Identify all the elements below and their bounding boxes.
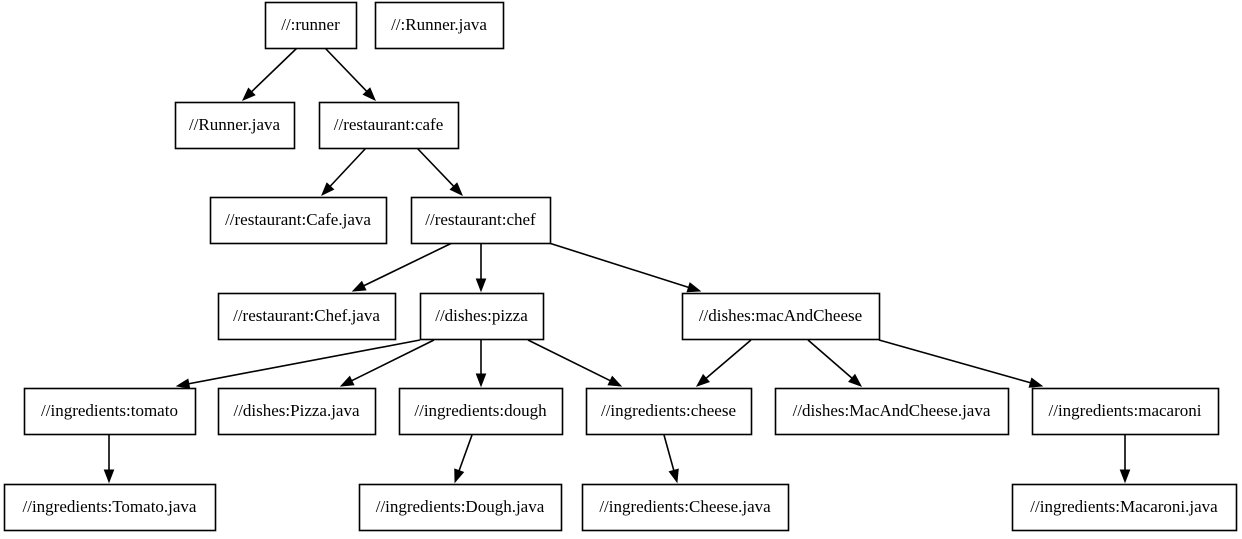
node-label: //restaurant:cafe	[334, 115, 444, 134]
edge-arrowhead	[241, 87, 256, 101]
node-box[interactable]	[585, 387, 753, 436]
graph-edge	[695, 339, 752, 387]
graph-edge	[548, 242, 702, 293]
node-label: //ingredients:Cheese.java	[599, 497, 771, 516]
node-label: //ingredients:macaroni	[1049, 401, 1202, 420]
graph-node-restaurant_cafe_java[interactable]: //restaurant:Cafe.java	[209, 196, 388, 245]
node-box[interactable]	[398, 387, 564, 436]
graph-node-ing_dough[interactable]: //ingredients:dough	[398, 387, 564, 436]
node-box[interactable]	[410, 196, 552, 245]
graph-node-dishes_pizza[interactable]: //dishes:pizza	[419, 292, 545, 341]
node-label: //ingredients:Dough.java	[376, 497, 545, 516]
edge-arrowhead	[351, 280, 367, 292]
graph-node-ing_cheese[interactable]: //ingredients:cheese	[585, 387, 753, 436]
graph-edge	[339, 339, 435, 387]
node-label: //:runner	[281, 15, 340, 34]
graph-edge	[1119, 435, 1131, 484]
node-label: //dishes:pizza	[435, 306, 528, 325]
graph-node-ing_tomato[interactable]: //ingredients:tomato	[23, 387, 197, 436]
graph-edge	[321, 147, 367, 197]
graph-node-ing_cheese_java[interactable]: //ingredients:Cheese.java	[581, 483, 790, 532]
edge-arrowhead	[321, 182, 335, 197]
edge-arrowhead	[607, 375, 623, 387]
edge-arrowhead	[848, 373, 863, 387]
graph-node-ing_dough_java[interactable]: //ingredients:Dough.java	[358, 483, 563, 532]
edge-arrowhead	[449, 182, 463, 197]
edge-arrowhead	[695, 373, 710, 387]
node-box[interactable]	[23, 387, 197, 436]
node-box[interactable]	[374, 1, 505, 50]
graph-edge	[527, 339, 623, 387]
node-box[interactable]	[1031, 387, 1220, 436]
node-label: //dishes:macAndCheese	[699, 306, 862, 325]
edge-arrowhead	[475, 373, 487, 388]
graph-edge	[175, 339, 421, 389]
graph-node-runner_java_root[interactable]: //:Runner.java	[374, 1, 505, 50]
graph-edge	[416, 147, 463, 197]
graph-node-ing_macaroni[interactable]: //ingredients:macaroni	[1031, 387, 1220, 436]
node-label: //dishes:Pizza.java	[233, 401, 360, 420]
node-box[interactable]	[3, 483, 217, 532]
edge-layer	[103, 47, 1131, 484]
node-label: //restaurant:Chef.java	[233, 306, 380, 325]
node-box[interactable]	[774, 387, 1010, 436]
graph-edge	[475, 243, 487, 293]
node-box[interactable]	[264, 1, 358, 50]
node-label: //ingredients:tomato	[41, 401, 178, 420]
edge-arrowhead	[1028, 377, 1044, 388]
node-label: //restaurant:Cafe.java	[225, 210, 371, 229]
graph-edge	[103, 435, 115, 484]
node-box[interactable]	[209, 196, 388, 245]
edge-arrowhead	[103, 469, 115, 484]
node-box[interactable]	[681, 292, 881, 341]
graph-edge	[663, 434, 679, 484]
graph-node-restaurant_chef[interactable]: //restaurant:chef	[410, 196, 552, 245]
node-box[interactable]	[358, 483, 563, 532]
node-label: //:Runner.java	[391, 15, 487, 34]
edge-arrowhead	[1119, 469, 1131, 484]
edge-arrowhead	[362, 87, 376, 102]
node-box[interactable]	[1011, 483, 1238, 532]
graph-node-runner[interactable]: //:runner	[264, 1, 358, 50]
node-label: //restaurant:chef	[425, 210, 536, 229]
graph-edge	[324, 47, 376, 102]
edge-arrowhead	[686, 282, 702, 293]
edge-arrowhead	[339, 375, 355, 387]
edge-arrowhead	[668, 468, 679, 484]
edge-arrowhead	[175, 378, 191, 389]
node-label: //ingredients:cheese	[601, 401, 736, 420]
graph-node-dishes_mac[interactable]: //dishes:macAndCheese	[681, 292, 881, 341]
node-label: //dishes:MacAndCheese.java	[793, 401, 991, 420]
graph-edge	[454, 434, 473, 484]
node-label: //ingredients:dough	[414, 401, 547, 420]
edge-arrowhead	[454, 468, 465, 484]
node-layer: //:runner //:Runner.java //Runner.java //re…	[3, 1, 1238, 532]
node-box[interactable]	[217, 387, 377, 436]
graph-node-dishes_mac_java[interactable]: //dishes:MacAndCheese.java	[774, 387, 1010, 436]
node-box[interactable]	[174, 101, 296, 150]
node-label: //Runner.java	[189, 115, 281, 134]
graph-edge	[475, 340, 487, 388]
node-box[interactable]	[419, 292, 545, 341]
node-box[interactable]	[217, 292, 397, 341]
node-box[interactable]	[318, 101, 460, 150]
graph-node-restaurant_chef_java[interactable]: //restaurant:Chef.java	[217, 292, 397, 341]
node-box[interactable]	[581, 483, 790, 532]
node-label: //ingredients:Tomato.java	[23, 497, 197, 516]
graph-node-dishes_pizza_java[interactable]: //dishes:Pizza.java	[217, 387, 377, 436]
graph-node-ing_tomato_java[interactable]: //ingredients:Tomato.java	[3, 483, 217, 532]
graph-node-ing_macaroni_java[interactable]: //ingredients:Macaroni.java	[1011, 483, 1238, 532]
graph-edge	[807, 339, 863, 387]
node-label: //ingredients:Macaroni.java	[1030, 497, 1218, 516]
graph-edge	[351, 242, 453, 292]
graph-node-runner_java[interactable]: //Runner.java	[174, 101, 296, 150]
graph-node-restaurant_cafe[interactable]: //restaurant:cafe	[318, 101, 460, 150]
graph-edge	[241, 47, 298, 101]
edge-arrowhead	[475, 278, 487, 293]
graph-edge	[878, 339, 1044, 388]
